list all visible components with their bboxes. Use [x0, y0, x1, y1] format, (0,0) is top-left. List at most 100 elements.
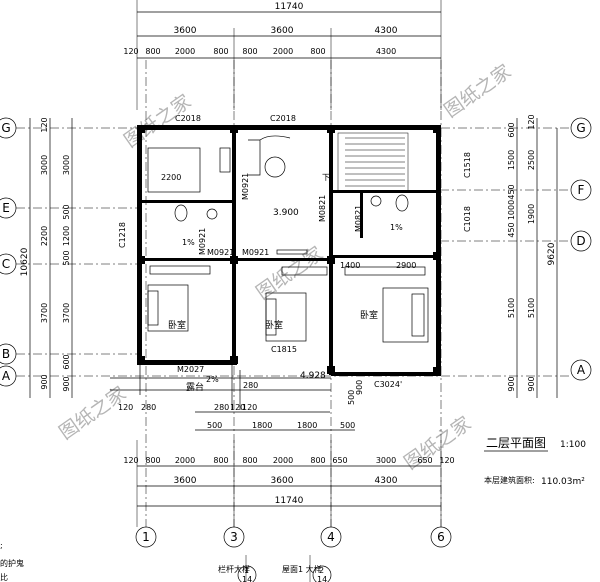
left-outer-3: 2200	[40, 226, 49, 246]
area-label: 本层建筑面积:	[484, 475, 535, 485]
axis-F-right: F	[578, 183, 585, 197]
top-detail-1: 120	[123, 47, 138, 56]
axis-1-bubble: 1	[142, 530, 150, 544]
axis-bubbles-rows: G E C B A G F D A	[0, 117, 592, 387]
dim-1800-a: 1800	[252, 421, 272, 430]
overall-width-top: 11740	[275, 2, 304, 12]
slope-bath-right: 1%	[390, 223, 403, 232]
top-detail-2: 800	[145, 47, 160, 56]
axis-4-bubble: 4	[327, 530, 335, 544]
top-detail-3: 2000	[175, 47, 195, 56]
lower-small-dimensions: 280 280 120 280 120 500 1800 1800 500 12…	[118, 380, 364, 431]
door-M2027: M2027	[177, 365, 204, 374]
right-outer-3: 1900	[527, 204, 536, 224]
right-outer-1: 120	[527, 114, 536, 129]
top-detail-8: 4300	[376, 47, 396, 56]
door-M0821-a: M0821	[318, 195, 327, 222]
terrace	[110, 365, 331, 410]
bed-right	[382, 287, 429, 343]
right-outer-4: 5100	[527, 298, 536, 318]
watermark-text: 图纸之家	[440, 60, 515, 122]
toilet-right	[395, 194, 409, 212]
axis-B-left: B	[2, 347, 10, 361]
dim-500-c: 500	[347, 390, 356, 405]
dim-2200-inner: 2200	[161, 173, 181, 182]
slope-bath-left: 1%	[182, 238, 195, 247]
span-bottom-2: 3600	[271, 476, 294, 486]
bottom-detail-5: 800	[242, 456, 257, 465]
right-inner-2: 1500	[507, 150, 516, 170]
axis-G-right: G	[576, 121, 585, 135]
door-M0921-b: M0921	[242, 248, 269, 257]
bottom-detail-7: 800	[310, 456, 325, 465]
stair-down-label: 下	[322, 173, 330, 182]
building-walls	[137, 125, 441, 376]
window-C1518: C1518	[463, 152, 472, 178]
bedroom-middle-label: 卧室	[265, 319, 283, 331]
slope-terrace: 2%	[206, 375, 219, 384]
window-C1218: C1218	[118, 222, 127, 248]
bottom-detail-11: 120	[439, 456, 454, 465]
bottom-detail-9: 3000	[376, 456, 396, 465]
dim-120-c: 120	[118, 403, 133, 412]
axis-3-bubble: 3	[230, 530, 238, 544]
dim-120-b: 120	[242, 403, 257, 412]
terrace-label: 露台	[186, 381, 204, 393]
bottom-detail-3: 2000	[175, 456, 195, 465]
elevation-main: 3.900	[273, 208, 299, 218]
opening-labels: C2018 C2018 C1518 C1018 C1218 C1815 C302…	[118, 114, 472, 389]
right-inner-6: 5100	[507, 298, 516, 318]
axis-A-right: A	[577, 363, 586, 377]
left-note-3: 比	[0, 572, 8, 582]
door-M0821-b: M0821	[354, 205, 363, 232]
right-inner-1: 600	[507, 122, 516, 137]
basin-left	[206, 208, 218, 220]
basin-right	[370, 195, 382, 207]
left-note-1: ;	[0, 541, 3, 550]
note-railing: 栏杆大样	[218, 564, 250, 574]
door-M0921-a: M0921	[241, 173, 250, 200]
title-block: 二层平面图 1:100 本层建筑面积: 110.03m²	[484, 436, 586, 487]
door-M0921-c: M0921	[207, 248, 234, 257]
bedroom-right-label: 卧室	[360, 309, 378, 321]
dim-500-b: 500	[340, 421, 355, 430]
bottom-detail-6: 2000	[273, 456, 293, 465]
dim-280-a: 280	[141, 403, 156, 412]
window-C1815: C1815	[271, 345, 297, 354]
top-detail-5: 800	[242, 47, 257, 56]
left-inner-6: 600	[62, 354, 71, 369]
axis-G-left: G	[1, 121, 10, 135]
left-outer-1: 120	[40, 117, 49, 132]
overall-width-bottom: 11740	[275, 496, 304, 506]
axis-bubbles-columns: 1 3 4 6	[135, 526, 452, 548]
detail-ref-1-sheet: 14	[242, 575, 252, 582]
overall-depth-right: 9620	[547, 242, 557, 265]
door-M0921-d: M0921	[198, 228, 207, 255]
area-value: 110.03m²	[541, 477, 585, 487]
top-dimensions: 11740 3600 3600 4300 120 800 2000 800 80…	[123, 0, 442, 110]
right-inner-7: 900	[507, 376, 516, 391]
bed-middle	[265, 292, 307, 342]
span-bottom-1: 3600	[174, 476, 197, 486]
top-detail-7: 800	[310, 47, 325, 56]
drawing-title: 二层平面图	[486, 436, 546, 450]
span-top-3: 4300	[375, 26, 398, 36]
left-inner-1: 3000	[62, 155, 71, 175]
bottom-detail-2: 800	[145, 456, 160, 465]
left-dimensions: 10620 120 3000 2200 3700 900 3000 500 12…	[20, 117, 73, 398]
right-dimensions: 600 1500 450 1000 450 5100 900 120 2500 …	[507, 114, 558, 398]
bottom-detail-4: 800	[213, 456, 228, 465]
window-C2018-left: C2018	[175, 114, 201, 123]
dim-1400: 1400	[340, 261, 360, 270]
furniture	[147, 135, 429, 343]
bottom-detail-10: 650	[417, 456, 432, 465]
window-C2018-right: C2018	[270, 114, 296, 123]
left-inner-7: 900	[62, 376, 71, 391]
axis-C-left: C	[2, 257, 10, 271]
dim-120-a: 120	[230, 403, 245, 412]
bottom-detail-8: 650	[332, 456, 347, 465]
staircase	[337, 132, 409, 192]
note-roof: 屋面1 大样	[282, 564, 322, 574]
left-note-2: 的护鬼	[0, 558, 24, 568]
